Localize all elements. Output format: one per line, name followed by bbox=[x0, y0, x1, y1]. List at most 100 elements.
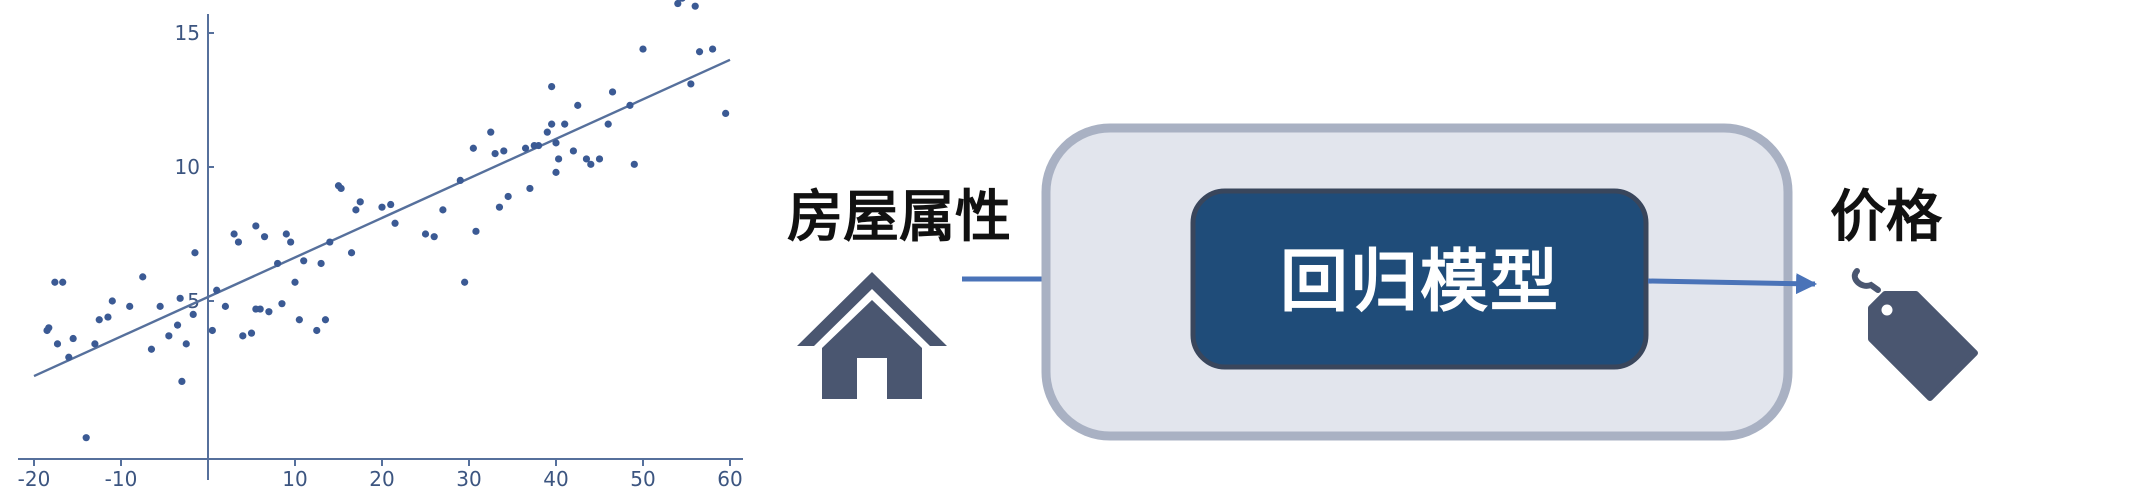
data-point bbox=[317, 259, 325, 268]
data-point bbox=[456, 176, 464, 184]
data-point bbox=[108, 297, 116, 305]
data-point bbox=[552, 139, 560, 147]
data-point bbox=[587, 160, 595, 168]
data-point bbox=[230, 230, 238, 238]
data-point bbox=[561, 120, 569, 128]
data-point bbox=[265, 308, 273, 316]
data-point bbox=[139, 273, 147, 281]
data-point bbox=[274, 259, 282, 268]
data-point bbox=[469, 144, 477, 152]
data-point bbox=[695, 48, 704, 56]
data-point bbox=[321, 316, 330, 324]
data-point bbox=[260, 233, 269, 241]
data-point bbox=[252, 222, 260, 230]
data-point bbox=[626, 101, 634, 109]
data-point bbox=[504, 192, 512, 201]
data-point bbox=[65, 353, 73, 361]
data-point bbox=[722, 109, 730, 117]
price-tag-icon bbox=[1851, 268, 1978, 401]
data-point bbox=[687, 80, 695, 88]
house-icon bbox=[797, 272, 947, 399]
data-point bbox=[45, 324, 53, 332]
data-point bbox=[176, 294, 184, 302]
data-point bbox=[95, 316, 103, 324]
output-arrow bbox=[1647, 273, 1818, 295]
data-point bbox=[430, 233, 438, 241]
data-point bbox=[213, 286, 221, 294]
x-tick-label: -10 bbox=[105, 467, 138, 491]
data-point bbox=[326, 238, 334, 246]
data-point bbox=[295, 316, 303, 324]
data-point bbox=[526, 184, 534, 193]
data-point bbox=[595, 155, 604, 163]
data-point bbox=[391, 219, 399, 227]
input-label: 房屋属性 bbox=[787, 185, 1011, 250]
model-box bbox=[1190, 188, 1649, 370]
data-point bbox=[178, 377, 186, 385]
data-point bbox=[221, 302, 229, 310]
data-point bbox=[543, 128, 551, 136]
data-point bbox=[191, 249, 199, 257]
y-tick-label: 5 bbox=[187, 289, 200, 313]
data-point bbox=[582, 155, 591, 163]
data-point bbox=[521, 144, 530, 152]
data-point bbox=[439, 206, 447, 214]
data-point bbox=[126, 302, 134, 310]
data-point bbox=[347, 249, 356, 257]
data-point bbox=[535, 141, 543, 150]
data-point bbox=[709, 45, 717, 53]
data-point bbox=[69, 334, 77, 343]
data-point bbox=[356, 198, 364, 206]
data-point bbox=[282, 230, 290, 238]
data-point bbox=[256, 305, 264, 313]
data-point bbox=[247, 329, 256, 337]
data-point bbox=[679, 0, 686, 2]
data-point bbox=[104, 313, 112, 321]
data-point bbox=[208, 326, 216, 335]
data-point bbox=[674, 0, 682, 8]
data-point bbox=[59, 278, 67, 286]
data-point bbox=[182, 340, 190, 348]
data-point bbox=[569, 147, 578, 155]
data-point bbox=[313, 326, 321, 335]
data-point bbox=[234, 238, 243, 246]
data-point bbox=[472, 227, 480, 235]
data-point bbox=[421, 230, 430, 238]
x-tick-label: 20 bbox=[369, 467, 394, 491]
data-point bbox=[82, 434, 90, 442]
data-point bbox=[387, 200, 395, 209]
data-point bbox=[608, 88, 617, 96]
data-point bbox=[500, 147, 508, 155]
data-point bbox=[604, 120, 612, 128]
regression-diagram: 房屋属性 回归模型 价格 bbox=[787, 123, 1978, 441]
data-point bbox=[337, 184, 345, 193]
data-point bbox=[630, 160, 638, 168]
data-point bbox=[461, 278, 469, 286]
regression-fit-line bbox=[33, 58, 731, 378]
data-point bbox=[691, 2, 699, 10]
x-tick-label: -20 bbox=[18, 467, 51, 491]
data-point bbox=[53, 340, 62, 348]
data-point bbox=[639, 45, 647, 53]
data-point bbox=[291, 278, 299, 286]
data-point bbox=[173, 321, 182, 329]
x-tick-label: 30 bbox=[456, 467, 481, 491]
data-point bbox=[495, 203, 504, 211]
data-point bbox=[548, 83, 556, 91]
data-point bbox=[491, 150, 499, 158]
data-point bbox=[552, 168, 560, 176]
y-tick-label: 15 bbox=[175, 21, 200, 45]
data-point bbox=[378, 203, 386, 211]
x-tick-label: 60 bbox=[717, 467, 742, 491]
data-point bbox=[239, 332, 247, 340]
y-tick-label: 10 bbox=[175, 155, 200, 179]
data-point bbox=[555, 155, 563, 163]
x-tick-label: 10 bbox=[282, 467, 307, 491]
data-point bbox=[165, 332, 173, 340]
data-point bbox=[147, 345, 156, 353]
output-label: 价格 bbox=[1830, 185, 1943, 250]
data-point bbox=[287, 238, 295, 246]
